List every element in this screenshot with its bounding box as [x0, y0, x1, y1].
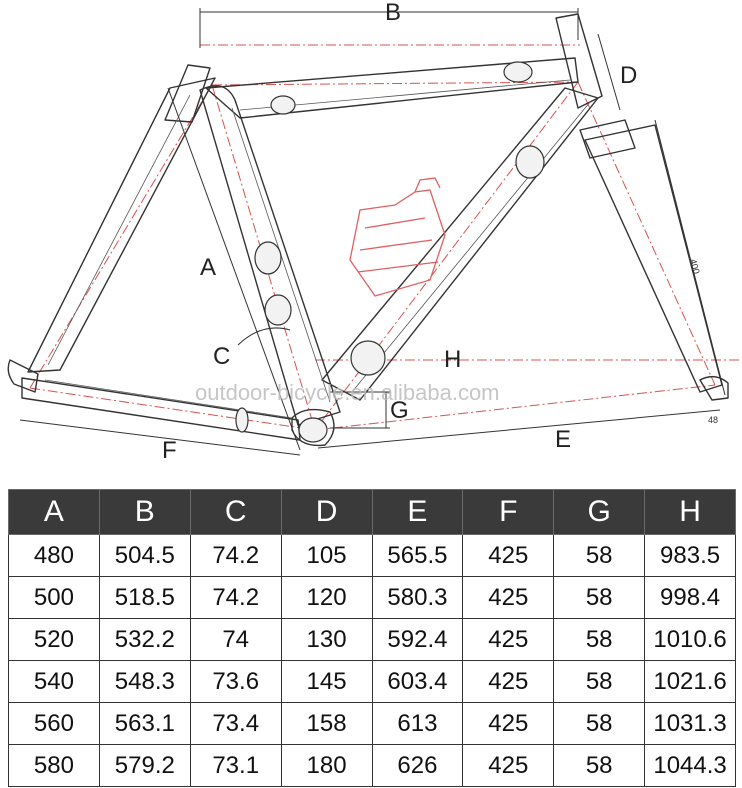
- table-cell: 73.6: [189, 660, 282, 703]
- column-header-f: F: [462, 489, 555, 535]
- table-cell: 425: [462, 744, 555, 787]
- dimension-label-c: C: [213, 343, 230, 370]
- table-row: 500 518.5 74.2 120 580.3 425 58 998.4: [8, 576, 736, 619]
- table-cell: 425: [462, 534, 555, 577]
- table-cell: 983.5: [644, 534, 736, 577]
- dropout-width-label: 48: [708, 415, 718, 425]
- table-row: 520 532.2 74 130 592.4 425 58 1010.6: [8, 618, 736, 661]
- table-cell: 518.5: [98, 576, 191, 619]
- table-cell: 613: [371, 702, 464, 745]
- table-header-row: A B C D E F G H: [8, 489, 736, 535]
- dropout-front: [699, 375, 729, 401]
- head-tube: [555, 13, 603, 109]
- table-cell: 532.2: [98, 618, 191, 661]
- table-cell: 58: [553, 702, 646, 745]
- frame-geometry-diagram: B D A C H G E F 400 48 outdoor-bicycle.e…: [7, 0, 740, 464]
- table-cell: 1044.3: [644, 744, 736, 787]
- table-cell: 480: [8, 534, 100, 577]
- frame-outline: [7, 13, 729, 447]
- table-cell: 425: [462, 660, 555, 703]
- table-cell: 592.4: [371, 618, 464, 661]
- tube-ovals: [235, 61, 545, 443]
- table-row: 580 579.2 73.1 180 626 425 58 1044.3: [8, 744, 736, 787]
- table-cell: 580: [8, 744, 100, 787]
- table-cell: 120: [280, 576, 373, 619]
- table-cell: 425: [462, 576, 555, 619]
- table-cell: 58: [553, 534, 646, 577]
- table-cell: 579.2: [98, 744, 191, 787]
- table-cell: 1010.6: [644, 618, 736, 661]
- table-cell: 158: [280, 702, 373, 745]
- dimension-label-a: A: [200, 254, 216, 281]
- table-cell: 58: [553, 618, 646, 661]
- column-header-a: A: [8, 489, 100, 535]
- table-row: 560 563.1 73.4 158 613 425 58 1031.3: [8, 702, 736, 745]
- table-cell: 603.4: [371, 660, 464, 703]
- water-bottle: [349, 177, 446, 297]
- column-header-g: G: [553, 489, 646, 535]
- watermark: outdoor-bicycle.en.alibaba.com: [195, 380, 500, 405]
- dimension-label-d: D: [620, 62, 637, 89]
- table-cell: 998.4: [644, 576, 736, 619]
- table-cell: 1021.6: [644, 660, 736, 703]
- dropout-rear: [7, 359, 39, 393]
- table-cell: 74.2: [189, 534, 282, 577]
- table-row: 480 504.5 74.2 105 565.5 425 58 983.5: [8, 534, 736, 577]
- size-chart-table: A B C D E F G H 480 504.5 74.2 105 565.5…: [8, 489, 736, 787]
- down-tube: [321, 87, 599, 401]
- table-cell: 504.5: [98, 534, 191, 577]
- seat-stay: [27, 77, 216, 373]
- column-header-e: E: [371, 489, 464, 535]
- dimension-lines: [19, 8, 726, 456]
- fork-blade: [584, 124, 723, 393]
- table-cell: 548.3: [98, 660, 191, 703]
- table-cell: 560: [8, 702, 100, 745]
- table-cell: 425: [462, 702, 555, 745]
- column-header-b: B: [98, 489, 191, 535]
- column-header-h: H: [644, 489, 736, 535]
- dimension-label-f: F: [162, 437, 177, 464]
- dimension-label-h: H: [444, 346, 461, 373]
- top-tube: [205, 57, 579, 119]
- fork-length-label: 400: [688, 258, 702, 275]
- table-cell: 540: [8, 660, 100, 703]
- table-cell: 425: [462, 618, 555, 661]
- table-cell: 130: [280, 618, 373, 661]
- seat-tube: [199, 85, 341, 426]
- table-cell: 58: [553, 576, 646, 619]
- column-header-d: D: [280, 489, 373, 535]
- column-header-c: C: [189, 489, 282, 535]
- table-cell: 563.1: [98, 702, 191, 745]
- table-cell: 180: [280, 744, 373, 787]
- bottom-bracket: [291, 408, 335, 447]
- fork-crown: [579, 119, 636, 159]
- table-cell: 500: [8, 576, 100, 619]
- table-cell: 73.4: [189, 702, 282, 745]
- table-cell: 626: [371, 744, 464, 787]
- table-cell: 105: [280, 534, 373, 577]
- table-cell: 74.2: [189, 576, 282, 619]
- frame-inner-lines: [44, 79, 591, 419]
- table-cell: 58: [553, 744, 646, 787]
- table-row: 540 548.3 73.6 145 603.4 425 58 1021.6: [8, 660, 736, 703]
- dimension-label-e: E: [555, 426, 571, 453]
- table-cell: 74: [189, 618, 282, 661]
- seatpost: [164, 64, 211, 123]
- table-cell: 580.3: [371, 576, 464, 619]
- table-cell: 73.1: [189, 744, 282, 787]
- dimension-label-b: B: [385, 0, 401, 26]
- table-cell: 565.5: [371, 534, 464, 577]
- table-cell: 58: [553, 660, 646, 703]
- dimension-label-g: G: [390, 397, 409, 424]
- table-cell: 1031.3: [644, 702, 736, 745]
- table-cell: 145: [280, 660, 373, 703]
- table-cell: 520: [8, 618, 100, 661]
